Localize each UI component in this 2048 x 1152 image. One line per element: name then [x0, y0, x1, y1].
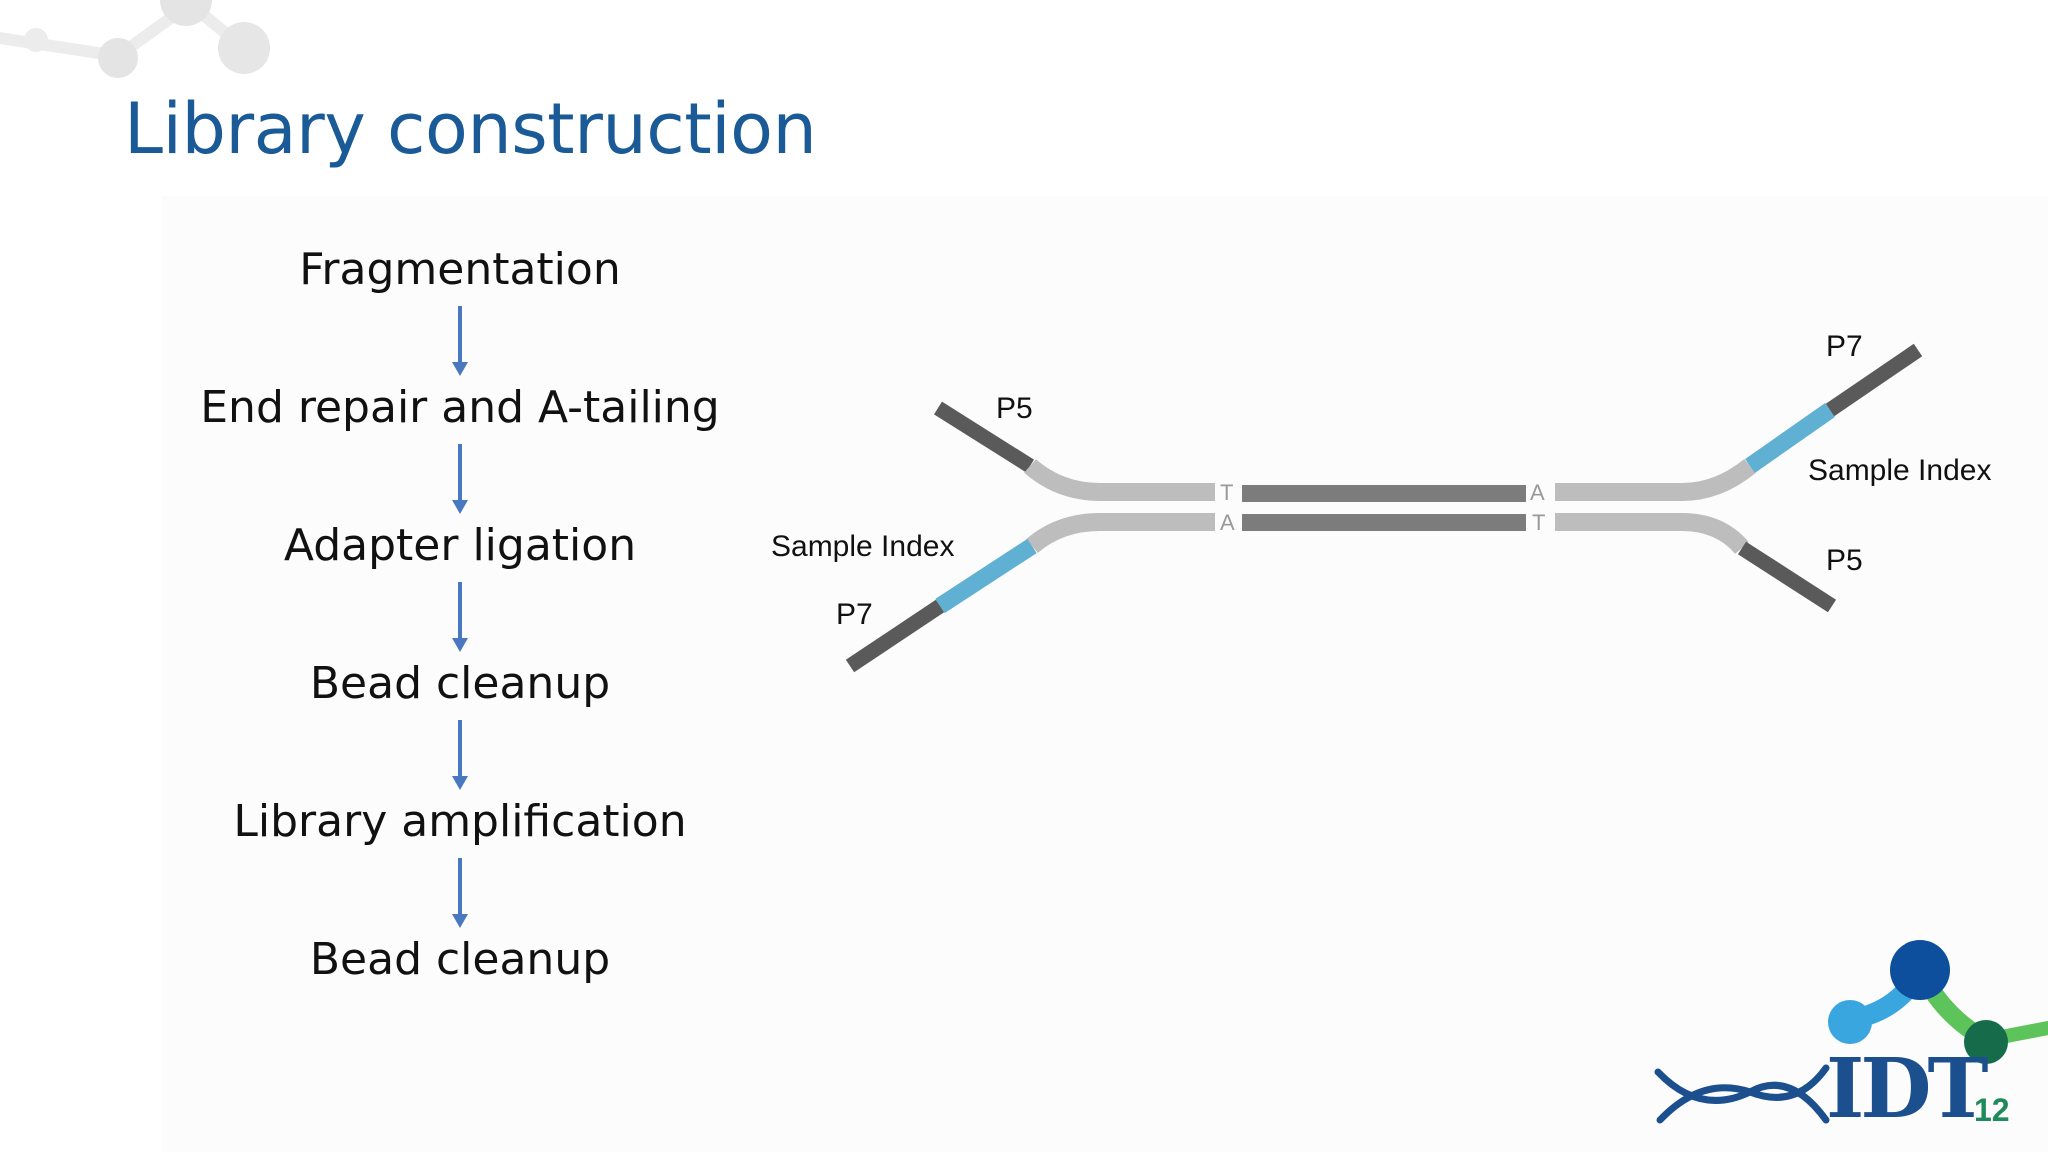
- idt-logo-icon: [1654, 940, 2048, 1124]
- step-bead-cleanup-1: Bead cleanup: [309, 658, 611, 709]
- left-top-arm: [1024, 459, 1215, 501]
- insert-top-strand: [1242, 485, 1526, 502]
- left-p7-adapter: [845, 599, 945, 673]
- left-overhang-bottom-base: A: [1220, 510, 1235, 535]
- step-adapter-ligation: Adapter ligation: [283, 520, 637, 571]
- right-p7-adapter: [1825, 343, 1923, 417]
- right-overhang-top-base: A: [1530, 480, 1545, 505]
- step-bead-cleanup-2: Bead cleanup: [309, 934, 611, 985]
- arrow-down-icon: [452, 858, 468, 928]
- left-bottom-arm: [1026, 513, 1215, 554]
- adapter-ligation-diagram: [845, 343, 1923, 673]
- registered-mark: ®: [1957, 1062, 1966, 1076]
- right-p5-adapter: [1737, 541, 1837, 613]
- right-p5-label: P5: [1826, 544, 1863, 577]
- step-fragmentation: Fragmentation: [299, 244, 621, 295]
- left-overhang-top-base: T: [1220, 480, 1234, 505]
- molecule-decoration-icon: [0, 0, 270, 78]
- step-end-repair: End repair and A-tailing: [200, 382, 720, 433]
- right-bottom-arm: [1555, 513, 1749, 555]
- arrow-down-icon: [452, 720, 468, 790]
- left-p7-label: P7: [836, 598, 873, 631]
- left-sample-index-label: Sample Index: [771, 530, 955, 563]
- left-p5-label: P5: [996, 392, 1033, 425]
- left-p5-adapter: [934, 401, 1034, 473]
- left-sample-index: [935, 538, 1037, 614]
- right-sample-index: [1745, 403, 1835, 473]
- arrow-down-icon: [452, 582, 468, 652]
- content-panel: [162, 196, 2048, 1152]
- slide-title: Library construction: [124, 88, 817, 170]
- right-p7-label: P7: [1826, 330, 1863, 363]
- idt-logo-text: IDT: [1826, 1041, 1988, 1137]
- arrow-down-icon: [452, 444, 468, 514]
- step-library-amplification: Library amplification: [233, 796, 687, 847]
- insert-bottom-strand: [1242, 514, 1526, 531]
- right-overhang-bottom-base: T: [1532, 510, 1546, 535]
- right-top-arm: [1555, 458, 1756, 501]
- arrow-down-icon: [452, 306, 468, 376]
- page-number: 12: [1974, 1092, 2010, 1128]
- right-sample-index-label: Sample Index: [1808, 454, 1992, 487]
